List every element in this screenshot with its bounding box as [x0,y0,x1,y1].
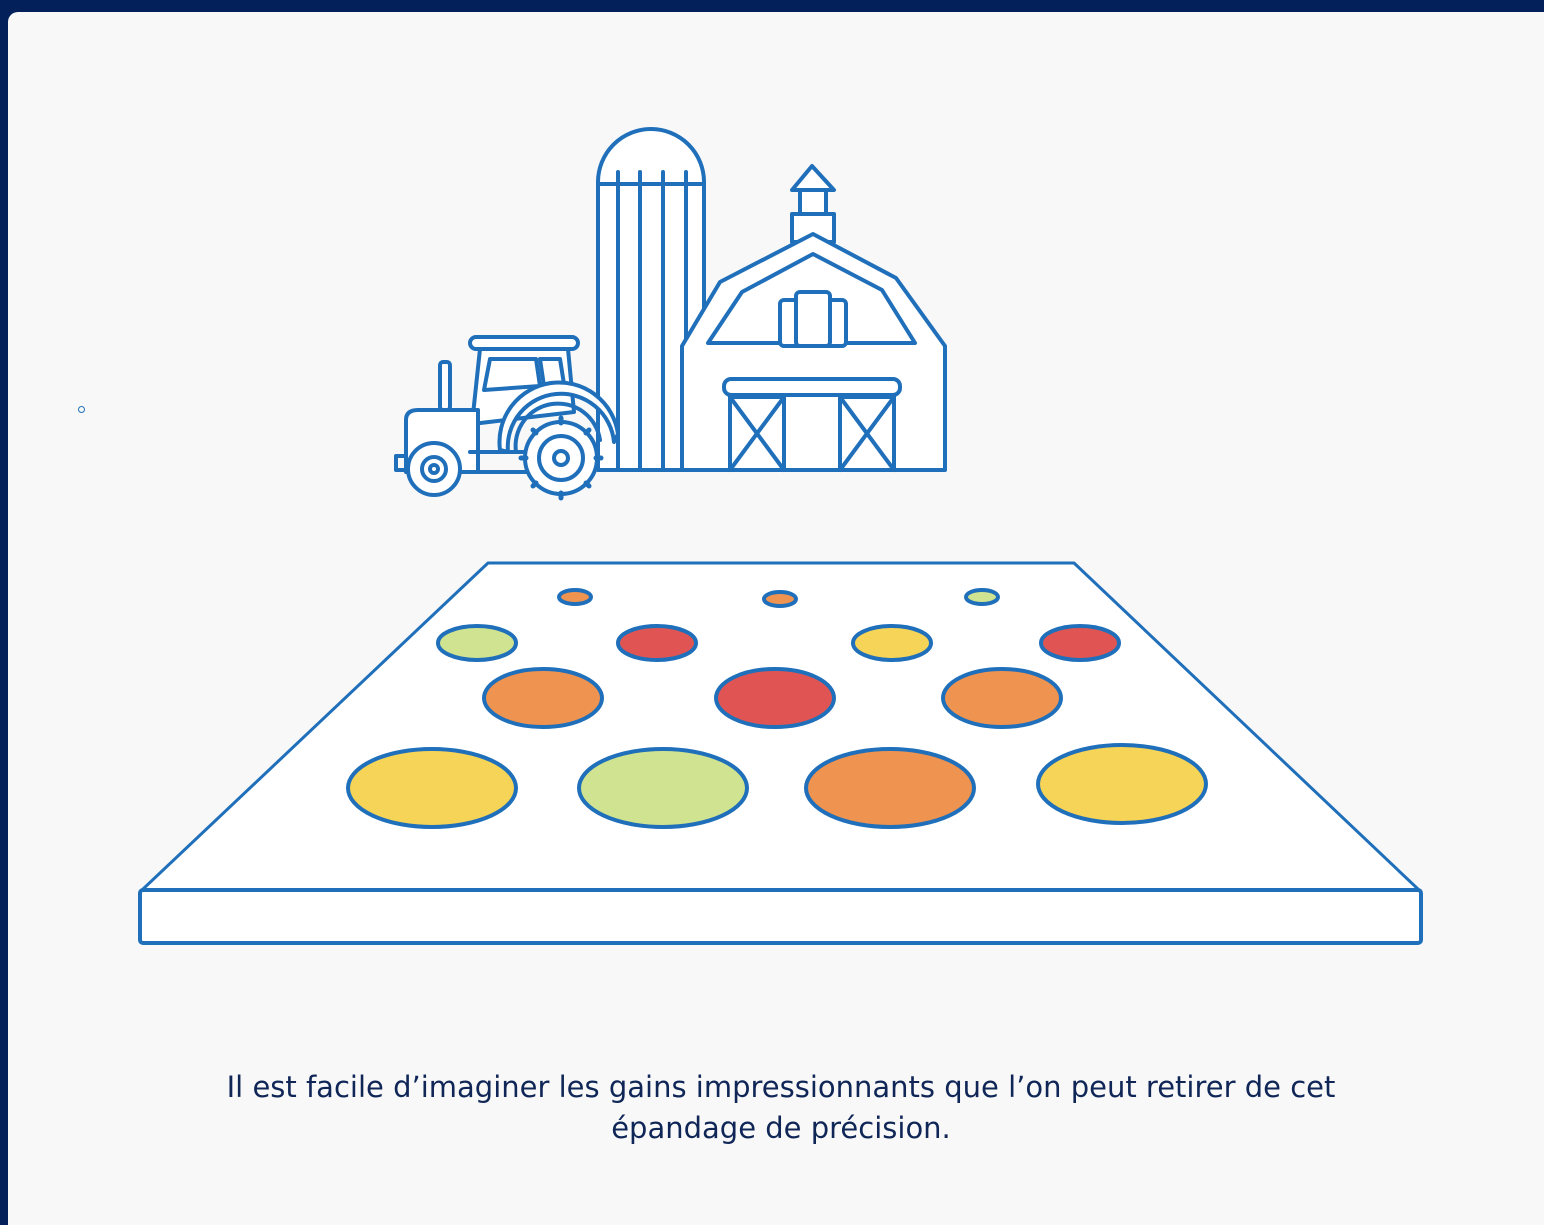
zone-patch [436,624,518,662]
zone-patch [482,667,604,729]
zone-patch [964,588,1000,606]
field-zones [346,588,1208,829]
silo-icon [596,127,706,472]
pagination-dot[interactable] [78,406,85,413]
zone-patch [804,747,976,829]
content-panel: Il est facile d’imaginer les gains impre… [8,12,1544,1225]
caption-text: Il est facile d’imaginer les gains impre… [226,1070,1336,1145]
zone-patch [346,747,518,829]
zone-patch [577,747,749,829]
zone-patch [616,624,698,662]
zone-patch [1036,743,1208,825]
zone-patch [1039,624,1121,662]
zone-patch [714,667,836,729]
zone-patch [941,667,1063,729]
field-icon [138,561,1423,945]
zone-patch [762,590,798,608]
zone-patch [557,588,593,606]
zone-patch [851,624,933,662]
farm-illustration [138,127,1423,945]
barn-icon [680,164,947,472]
tractor-icon [394,335,620,501]
